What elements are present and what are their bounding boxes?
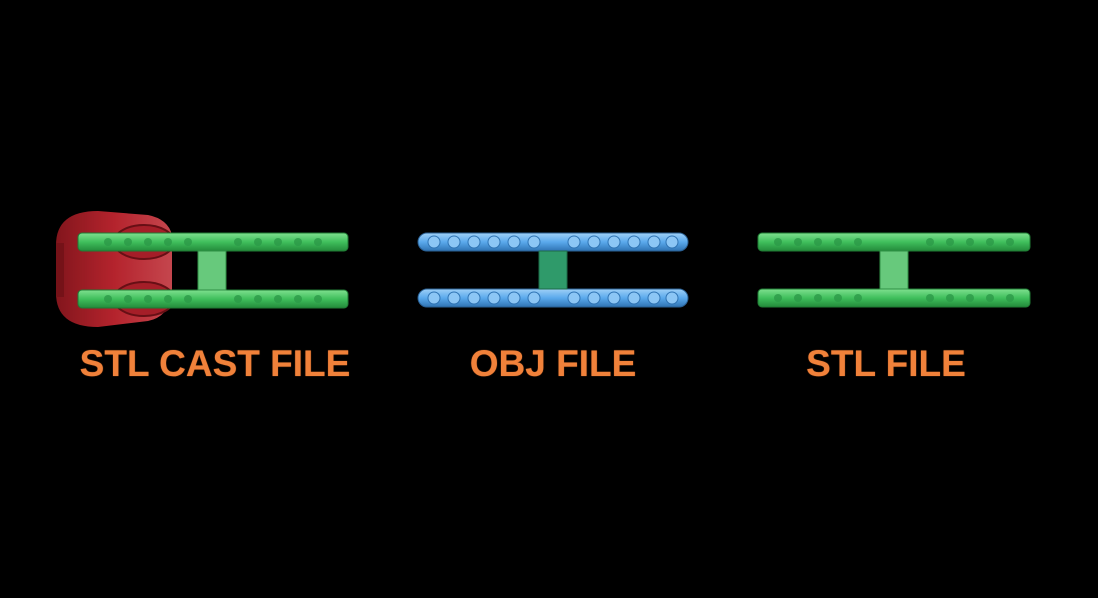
stl-cast-ring-model-icon	[56, 211, 349, 327]
casting-sprue-icon	[56, 211, 175, 327]
caption-stl-file: STL FILE	[806, 343, 966, 384]
obj-ring-model-icon	[417, 232, 689, 308]
stl-ring-model-icon	[757, 232, 1031, 308]
caption-obj-file: OBJ FILE	[469, 343, 637, 384]
caption-stl-cast-file: STL CAST FILE	[79, 343, 351, 384]
